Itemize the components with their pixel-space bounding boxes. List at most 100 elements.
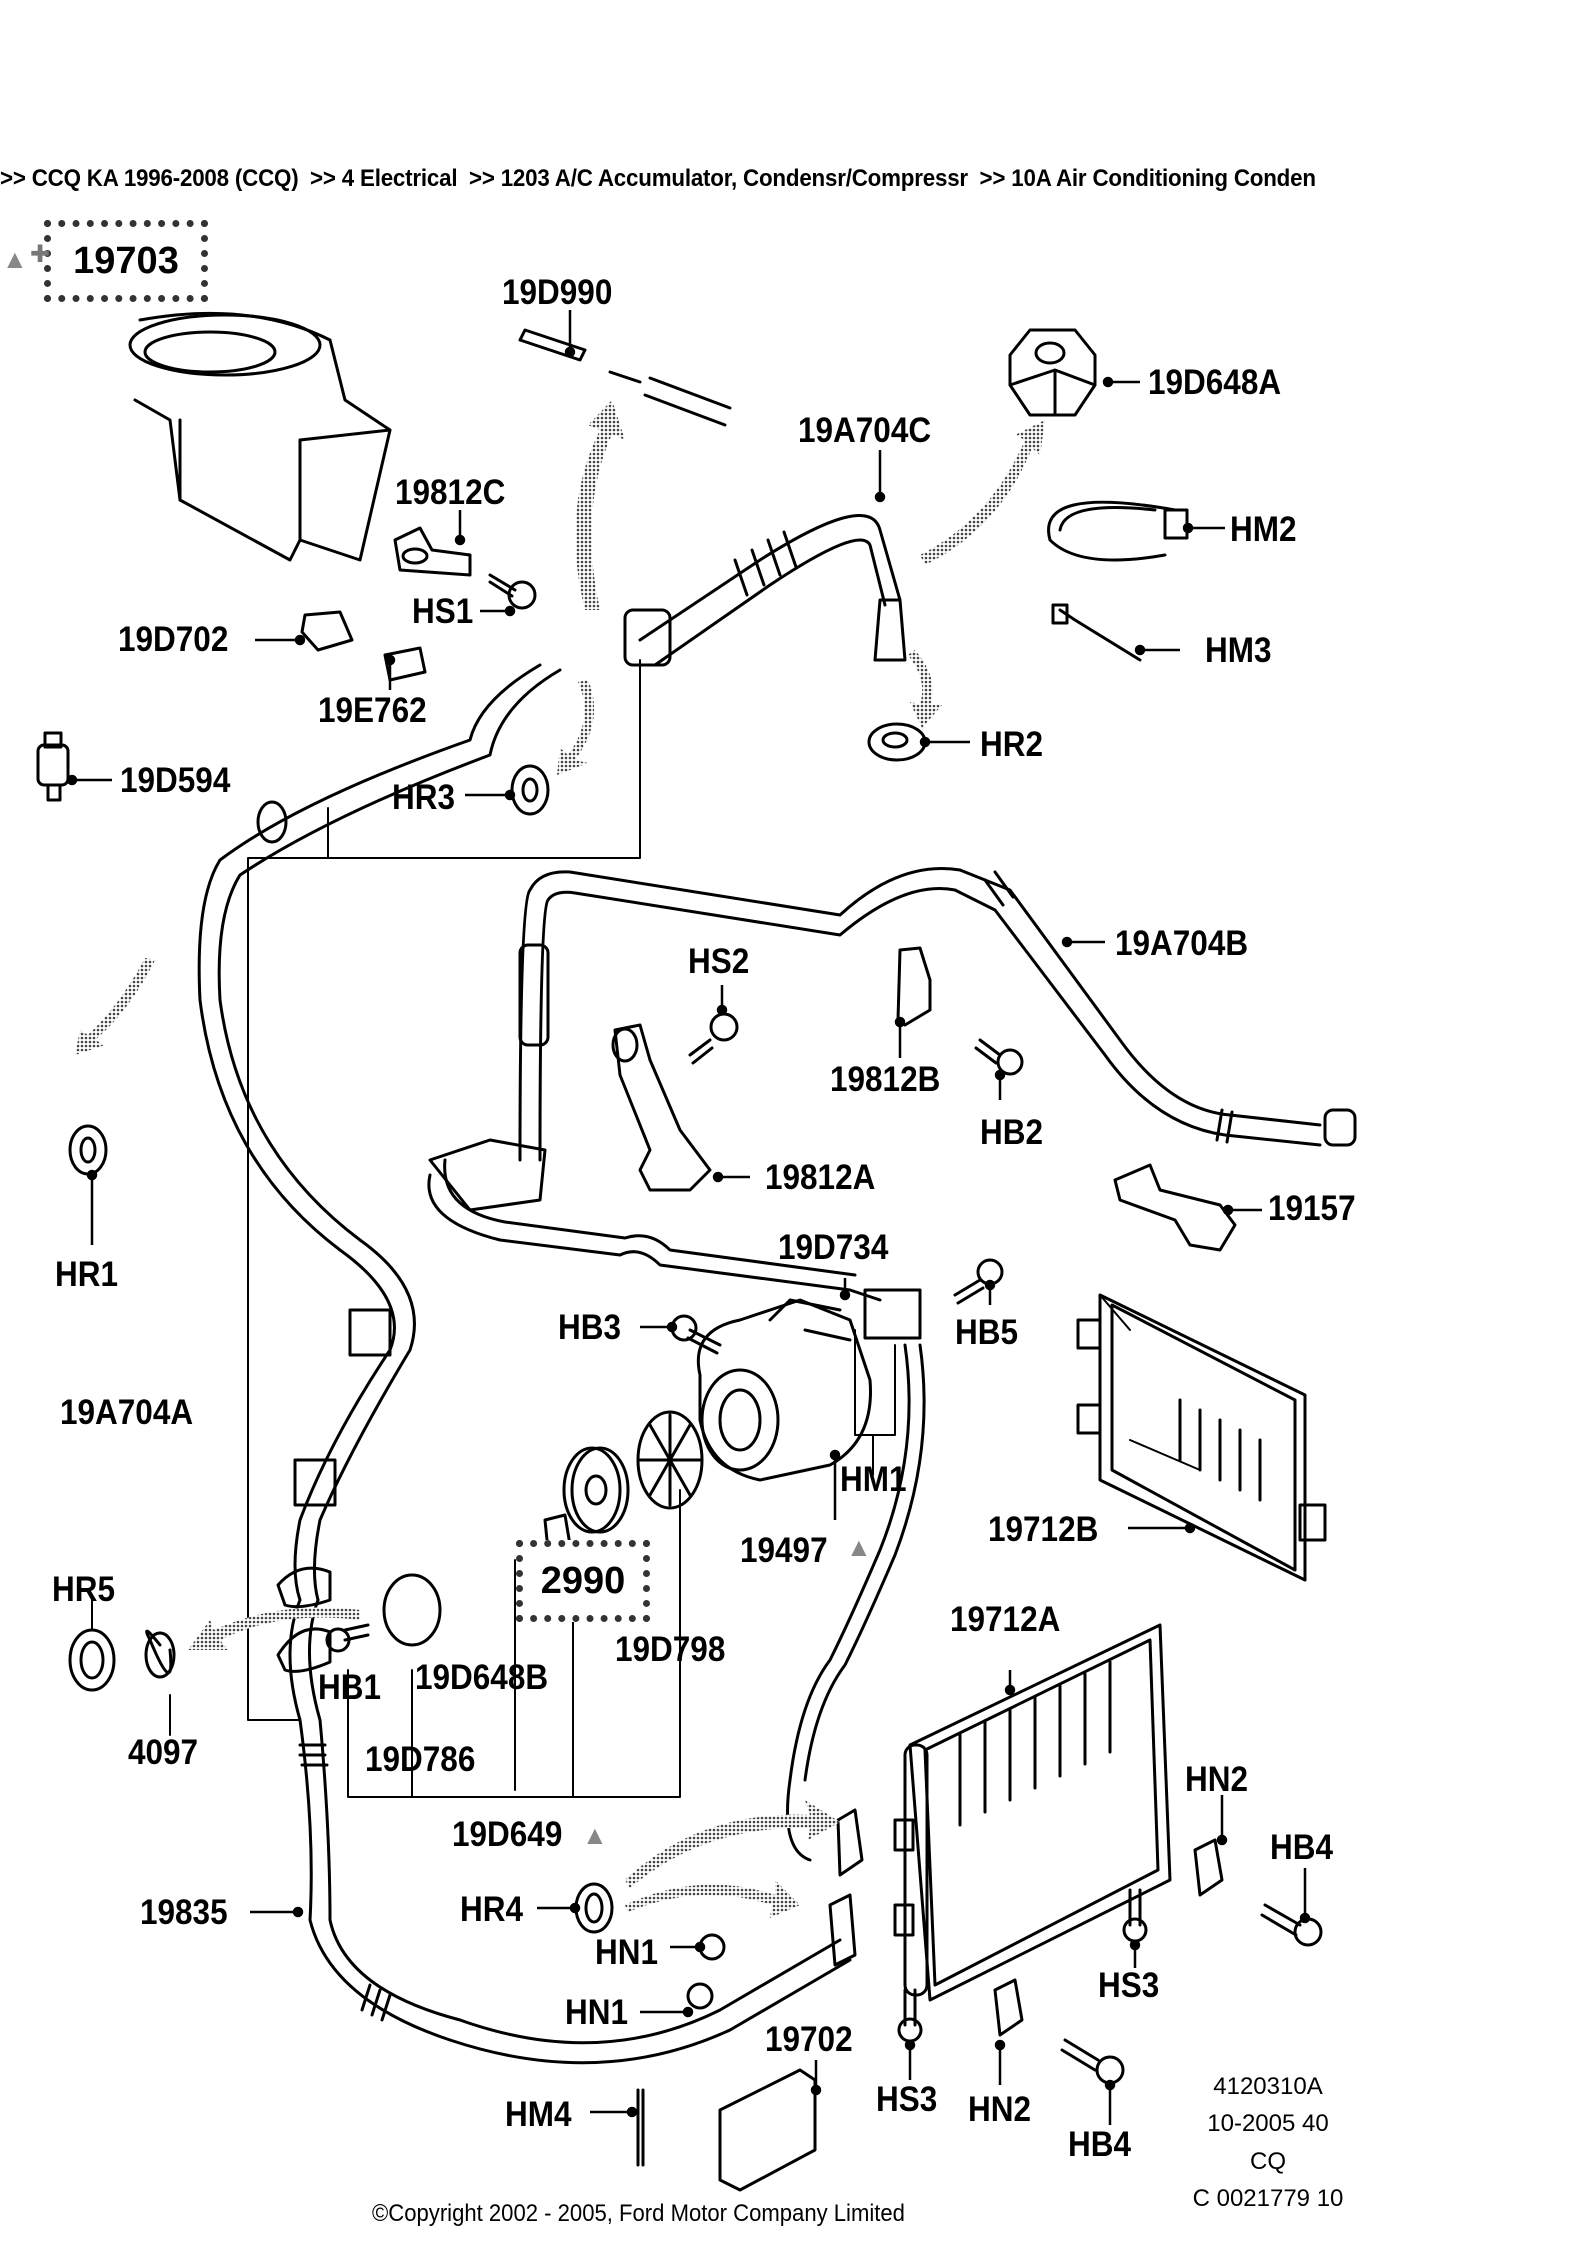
part-label-HM3[interactable]: HM3	[1205, 631, 1272, 670]
part-label-19712B[interactable]: 19712B	[988, 1510, 1099, 1549]
breadcrumb: >> CCQ KA 1996-2008 (CCQ) >> 4 Electrica…	[0, 165, 1321, 193]
part-label-HB2[interactable]: HB2	[980, 1113, 1044, 1152]
part-label-19A704C[interactable]: 19A704C	[798, 411, 932, 450]
breadcrumb-link-group[interactable]: >> 4 Electrical	[310, 165, 458, 192]
part-label-HB4-right[interactable]: HB4	[1270, 1828, 1334, 1867]
bolt-HB2-illustration	[974, 1038, 1002, 1065]
part-label-HR1[interactable]: HR1	[55, 1255, 119, 1294]
part-label-19712A[interactable]: 19712A	[950, 1600, 1061, 1639]
seal-HR1-illustration	[68, 1124, 108, 1176]
part-label-19812A[interactable]: 19812A	[765, 1158, 876, 1197]
flange-19D648B-illustration	[382, 1573, 442, 1647]
pulley-illustration	[562, 1446, 630, 1534]
part-label-HN1-lower[interactable]: HN1	[565, 1993, 629, 2032]
part-label-19157[interactable]: 19157	[1268, 1189, 1356, 1228]
bracket-19157-illustration	[1113, 1163, 1237, 1252]
pipe-19D734-illustration	[427, 1138, 926, 1862]
warning-icon-19703: ▲	[2, 244, 28, 274]
part-label-19D648A[interactable]: 19D648A	[1148, 363, 1282, 402]
arrow-to-HR1	[75, 958, 155, 1055]
illustration-catalog-code: C 0021779 10	[1192, 2185, 1344, 2212]
arrow-to-condenser-lower	[625, 1880, 800, 1918]
part-label-19497[interactable]: 19497	[740, 1531, 828, 1570]
part-label-HN2-right[interactable]: HN2	[1185, 1760, 1249, 1799]
part-label-HN1-upper[interactable]: HN1	[595, 1933, 659, 1972]
part-label-HN2-bottom[interactable]: HN2	[968, 2090, 1032, 2129]
part-label-HR2[interactable]: HR2	[980, 725, 1044, 764]
part-label-HM2[interactable]: HM2	[1230, 510, 1297, 549]
part-label-19D594[interactable]: 19D594	[120, 761, 231, 800]
pipe-19835-illustration	[288, 1598, 852, 2065]
part-label-HB1[interactable]: HB1	[318, 1668, 382, 1707]
part-label-HS1[interactable]: HS1	[412, 592, 474, 631]
condenser-19712A-illustration	[893, 1623, 1172, 2002]
pipe-end-upper-illustration	[836, 1808, 864, 1877]
arrow-to-condenser-upper	[625, 1800, 840, 1888]
pipe-19A704B-illustration	[518, 866, 1357, 1162]
accumulator-housing-illustration	[128, 311, 392, 562]
part-label-19835[interactable]: 19835	[140, 1893, 228, 1932]
part-label-19812B[interactable]: 19812B	[830, 1060, 941, 1099]
bracket-19812A-illustration	[613, 1023, 712, 1192]
part-label-19E762[interactable]: 19E762	[318, 691, 427, 730]
fitting-19E762-illustration	[383, 646, 427, 682]
part-label-HS3-right[interactable]: HS3	[1098, 1966, 1160, 2005]
copyright-notice: ©Copyright 2002 - 2005, Ford Motor Compa…	[372, 2200, 905, 2227]
leader-19A704A	[247, 659, 641, 1721]
part-label-HS2[interactable]: HS2	[688, 942, 750, 981]
part-label-19702[interactable]: 19702	[765, 2020, 853, 2059]
breadcrumb-link-section[interactable]: >> 10A Air Conditioning Conden	[979, 165, 1316, 192]
boxed-part-2990[interactable]: 2990	[516, 1540, 650, 1622]
part-label-19D798[interactable]: 19D798	[615, 1630, 726, 1669]
part-label-19D648B[interactable]: 19D648B	[415, 1658, 549, 1697]
part-label-19D786[interactable]: 19D786	[365, 1740, 476, 1779]
seal-HR3-illustration	[510, 764, 550, 816]
part-label-HB3[interactable]: HB3	[558, 1308, 622, 1347]
part-label-19D702[interactable]: 19D702	[118, 620, 229, 659]
part-label-HB4-bottom[interactable]: HB4	[1068, 2125, 1132, 2164]
boxed-part-19703[interactable]: 19703	[44, 220, 208, 302]
part-label-19A704B[interactable]: 19A704B	[1115, 924, 1249, 963]
condenser-19712B-illustration	[1076, 1293, 1327, 1582]
warning-icon-19497: ▲	[846, 1532, 872, 1562]
seal-HR4-illustration	[574, 1882, 614, 1934]
breadcrumb-link-subgroup[interactable]: >> 1203 A/C Accumulator, Condensr/Compre…	[468, 165, 968, 192]
bolt-HB4-right-illustration	[1260, 1903, 1302, 1937]
cap-19D648A-illustration	[1008, 328, 1097, 417]
part-label-19D990[interactable]: 19D990	[502, 273, 613, 312]
arrow-to-HR2	[908, 650, 942, 728]
pipe-end-lower-illustration	[828, 1893, 857, 1967]
bracket-19702-illustration	[718, 2068, 817, 2192]
leader-19D786-group	[347, 1489, 681, 1798]
arrow-to-HR3	[557, 680, 595, 775]
compressor-19497-illustration	[696, 1298, 872, 1482]
part-label-19D649[interactable]: 19D649	[452, 1815, 563, 1854]
pipe-flange-illustration	[276, 1627, 332, 1673]
part-label-HR4[interactable]: HR4	[460, 1890, 524, 1929]
pin-HM3-illustration	[1051, 603, 1142, 662]
clip-HM2-illustration	[1047, 500, 1189, 562]
pin-HM4-illustration	[636, 2088, 645, 2167]
part-label-4097[interactable]: 4097	[128, 1733, 199, 1772]
part-label-19D734[interactable]: 19D734	[778, 1228, 889, 1267]
part-label-HR5[interactable]: HR5	[52, 1570, 116, 1609]
bolt-HS2-illustration	[688, 1038, 714, 1065]
arrow-to-HR5	[188, 1607, 360, 1650]
part-label-HB5[interactable]: HB5	[955, 1313, 1019, 1352]
part-label-HM4[interactable]: HM4	[505, 2095, 572, 2134]
part-label-HM1[interactable]: HM1	[840, 1460, 907, 1499]
part-label-19A704A[interactable]: 19A704A	[60, 1393, 194, 1432]
arrow-to-19D648A	[920, 420, 1045, 565]
part-label-19812C[interactable]: 19812C	[395, 473, 506, 512]
nut-HN1-lower-illustration	[686, 1982, 714, 2010]
bolt-HB4-bottom-illustration	[1060, 2038, 1100, 2072]
breadcrumb-link-model[interactable]: >> CCQ KA 1996-2008 (CCQ)	[0, 165, 299, 192]
plus-icon-19703: ✚	[30, 241, 51, 268]
part-label-HS3-bottom[interactable]: HS3	[876, 2080, 938, 2119]
clutch-plate-19D798-illustration	[636, 1410, 704, 1510]
part-label-HR3[interactable]: HR3	[392, 778, 456, 817]
switch-19D594-illustration	[36, 731, 70, 802]
bolt-HB5-illustration	[953, 1278, 985, 1305]
bracket-19812B-illustration	[896, 946, 932, 1027]
